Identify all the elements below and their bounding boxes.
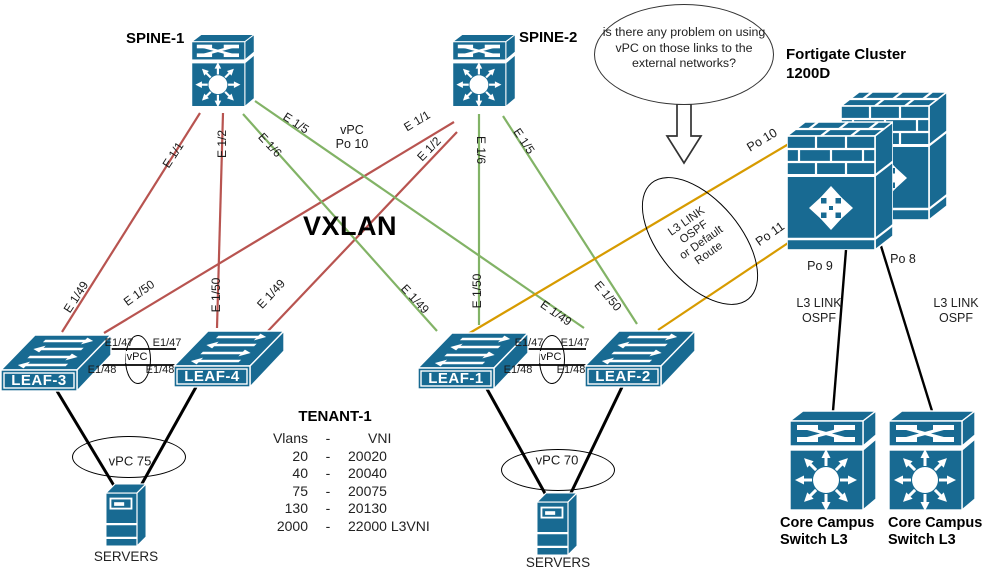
spine2-label: SPINE-2 [519,29,578,46]
link-spine2-leaf2 [502,115,638,325]
po9-label: Po 9 [807,259,833,273]
if-label-leaf1-e1-50: E 1/50 [470,273,484,309]
tenant-row: 20-20020 [292,447,387,464]
vpc-pair-left-label: vPC [125,351,149,363]
vpc75-label: vPC 75 [108,453,152,469]
spine1-l3-switch-icon [191,26,255,115]
fortigate-label-line2: 1200D [786,64,831,82]
core2-l3-switch-icon [888,410,976,511]
link-leaf1-fortigate-po10 [467,141,793,335]
if-label-leaf3-e1-48: E1/48 [87,364,117,376]
servers-right-icon [534,492,580,556]
vpc75-ellipse [72,436,186,478]
if-label-leaf4-e1-47: E1/47 [152,337,182,349]
tenant-row: 2000-22000 L3VNI [276,517,430,534]
link-spine1-leaf3 [61,112,201,333]
if-label-leaf4-e1-50: E 1/50 [209,277,223,313]
link-fortigate-core2-po8 [879,245,934,412]
speech-arrow-icon [665,103,703,165]
speech-bubble [594,4,774,105]
spine1-label: SPINE-1 [126,30,185,47]
vpc70-label: vPC 70 [535,452,579,468]
spine2-l3-switch-icon [452,26,516,115]
fortigate-firewall-front-icon [787,108,893,250]
leaf4-label: LEAF-4 [184,368,240,385]
if-label-leaf4-e1-48: E1/48 [145,364,175,376]
core2-label: Core Campus Switch L3 [888,515,983,548]
if-label-leaf2-e1-48: E1/48 [556,364,586,376]
tenant-row: 130-20130 [284,500,387,516]
if-label-leaf2-e1-47: E1/47 [560,337,590,349]
tenant-title: TENANT-1 [298,408,372,425]
link-spine2-leaf3 [103,121,455,334]
servers-right-label: SERVERS [525,555,591,570]
speech-bubble-text: is there any problem on using vPC on tho… [602,25,766,70]
vpc-pair-ellipse-right [539,335,565,384]
leaf3-label: LEAF-3 [11,372,67,389]
link-fortigate-core1-po9 [831,249,848,412]
l3-ospf-right-label: L3 LINK OSPF [933,296,979,325]
l3-ospf-left-label: L3 LINK OSPF [796,296,842,325]
if-label-spine1-e1-2: E 1/2 [215,129,229,159]
if-label-leaf1-e1-48: E1/48 [503,364,533,376]
vpc-pair-right-label: vPC [539,351,563,363]
leaf2-label: LEAF-2 [595,368,651,385]
fortigate-label-line1: Fortigate Cluster [786,46,907,63]
servers-left-label: SERVERS [93,549,159,564]
vxlan-title: VXLAN [303,211,398,241]
link-leaf2-fortigate-po11 [657,240,792,331]
if-label-leaf1-e1-47: E1/47 [514,337,544,349]
core1-l3-switch-icon [789,410,877,511]
fortigate-label: Fortigate Cluster 1200D [786,46,906,83]
vpc-pair-ellipse-left [125,335,151,384]
if-label-spine2-e1-6: E 1/6 [474,135,488,165]
vpc70-ellipse [501,449,615,491]
vpc-po10-annotation: vPC Po 10 [335,123,369,151]
link-spine1-leaf1 [242,113,438,332]
tenant-header-row: Vlans-VNI [272,430,392,446]
leaf1-label: LEAF-1 [428,370,484,387]
tenant-table: Vlans-VNI 20-20020 40-20040 75-20075 130… [262,430,430,535]
servers-left-icon [103,483,149,547]
tenant-row: 40-20040 [292,465,387,481]
link-spine1-leaf2 [254,100,585,329]
if-label-leaf3-e1-47: E1/47 [104,337,134,349]
tenant-row: 75-20075 [292,482,387,499]
core1-label: Core Campus Switch L3 [780,515,875,548]
link-spine1-leaf4 [215,112,225,329]
link-spine2-leaf4 [267,131,458,332]
po8-label: Po 8 [890,252,916,266]
